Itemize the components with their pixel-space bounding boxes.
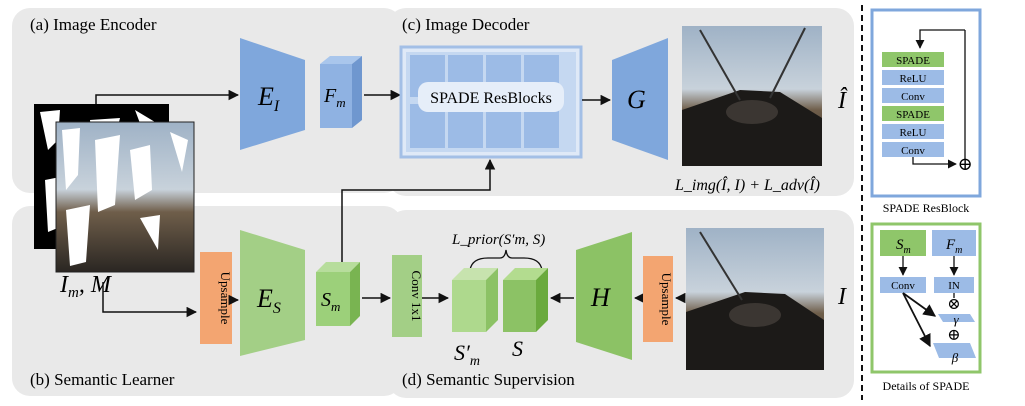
upsample-left: Upsample bbox=[200, 252, 233, 344]
svg-text:Conv: Conv bbox=[901, 91, 925, 103]
spade-gamma-plate bbox=[938, 314, 975, 322]
svg-text:Fm: Fm bbox=[323, 85, 346, 110]
svg-text:SPADE: SPADE bbox=[896, 55, 930, 67]
svg-text:Conv: Conv bbox=[891, 280, 915, 292]
gt-label: I bbox=[837, 284, 847, 310]
prior-loss-label: L_prior(S′m, S) bbox=[451, 232, 545, 248]
panel-label-b: (b) Semantic Learner bbox=[30, 370, 175, 389]
svg-text:IN: IN bbox=[948, 280, 960, 292]
svg-text:Conv 1x1: Conv 1x1 bbox=[409, 271, 424, 322]
output-label: Î bbox=[837, 88, 848, 114]
resblock-title: SPADE ResBlock bbox=[883, 201, 970, 215]
arrow-input-to-upsample bbox=[102, 282, 198, 318]
arrow-sm-to-resblocks bbox=[341, 158, 496, 262]
feature-s-m-prime-cube bbox=[452, 268, 498, 332]
semantic-encoder: ES bbox=[240, 230, 305, 356]
svg-text:ES: ES bbox=[256, 284, 281, 317]
spade-resblock-detail: SPADE ReLU Conv SPADE ReLU Conv ⊕ bbox=[870, 8, 982, 198]
prior-loss-brace bbox=[469, 249, 543, 271]
spade-conv-box bbox=[880, 277, 926, 293]
s-label: S bbox=[512, 336, 523, 361]
masked-image-label: Im, M bbox=[59, 272, 113, 301]
svg-text:Conv: Conv bbox=[901, 145, 925, 157]
semantic-head: H bbox=[576, 232, 632, 360]
svg-text:Upsample: Upsample bbox=[659, 273, 674, 326]
spade-add-icon: ⊕ bbox=[947, 327, 960, 344]
spade-beta-plate bbox=[933, 343, 976, 358]
s-m-prime-label: S′m bbox=[454, 340, 480, 369]
masked-input-images bbox=[34, 104, 195, 273]
conv1x1-block: Conv 1x1 bbox=[392, 255, 424, 337]
spade-detail: Sm Fm Conv IN ⊗ γ ⊕ β bbox=[870, 222, 982, 374]
resblock-layer-4 bbox=[882, 106, 944, 121]
svg-text:SPADE: SPADE bbox=[896, 109, 930, 121]
svg-text:Sm: Sm bbox=[321, 289, 340, 314]
panel-label-a: (a) Image Encoder bbox=[30, 15, 157, 34]
resblock-sum-icon: ⊕ bbox=[957, 154, 972, 174]
resblock-layer-1 bbox=[882, 52, 944, 67]
image-encoder: EI bbox=[240, 38, 305, 150]
resblock-layer-6 bbox=[882, 142, 944, 157]
resblock-layer-5 bbox=[882, 124, 944, 139]
svg-text:H: H bbox=[590, 283, 611, 312]
svg-text:γ: γ bbox=[953, 312, 959, 327]
spade-resblocks-label: SPADE ResBlocks bbox=[430, 90, 552, 107]
ground-truth-image bbox=[686, 228, 824, 370]
svg-text:EI: EI bbox=[257, 82, 280, 115]
svg-text:Upsample: Upsample bbox=[218, 272, 233, 325]
image-loss-label: L_img(Î, I) + L_adv(Î) bbox=[674, 175, 820, 194]
generator: G bbox=[612, 38, 668, 160]
feature-f-m-cube: Fm bbox=[320, 56, 362, 128]
svg-text:ReLU: ReLU bbox=[900, 73, 927, 85]
spade-detail-title: Details of SPADE bbox=[883, 379, 970, 393]
panel-label-c: (c) Image Decoder bbox=[402, 15, 530, 34]
spade-fm-box bbox=[932, 230, 976, 256]
spade-resblocks: SPADE ResBlocks bbox=[399, 45, 583, 159]
spade-mult-icon: ⊗ bbox=[947, 296, 960, 313]
upsample-right: Upsample bbox=[643, 256, 674, 342]
resblock-layer-2 bbox=[882, 70, 944, 85]
svg-text:β: β bbox=[951, 350, 959, 365]
svg-text:Fm: Fm bbox=[945, 237, 962, 256]
panel-label-d: (d) Semantic Supervision bbox=[402, 370, 575, 389]
arrow-input-to-image-encoder bbox=[95, 89, 240, 104]
output-image bbox=[682, 26, 822, 166]
feature-s-cube bbox=[503, 268, 548, 332]
spade-in-box bbox=[934, 277, 974, 293]
feature-s-m-cube: Sm bbox=[316, 262, 360, 326]
svg-text:G: G bbox=[627, 85, 646, 114]
resblock-layer-3 bbox=[882, 88, 944, 103]
svg-text:ReLU: ReLU bbox=[900, 127, 927, 139]
svg-text:Sm: Sm bbox=[896, 237, 911, 256]
spade-sm-box bbox=[880, 230, 926, 256]
